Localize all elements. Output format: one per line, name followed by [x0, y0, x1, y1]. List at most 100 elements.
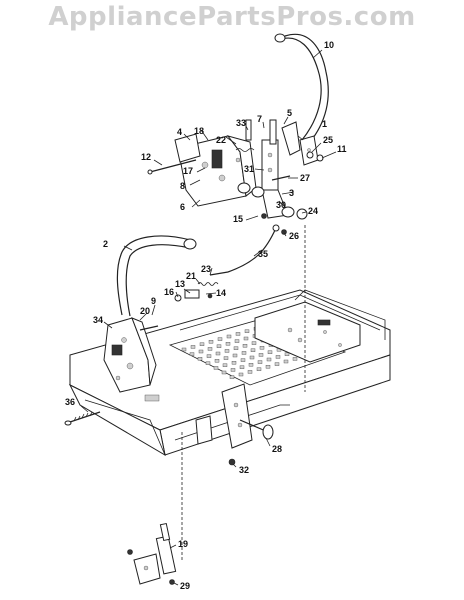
- perforation-hole: [232, 353, 238, 358]
- perforation-hole: [238, 372, 244, 377]
- linkage-rod: [209, 224, 280, 276]
- perforation-hole: [208, 340, 214, 344]
- perforation-hole: [234, 339, 240, 343]
- callout-25: 25: [323, 135, 333, 145]
- left-steering-handle: [116, 235, 197, 317]
- callout-18: 18: [194, 126, 204, 136]
- lower-control-lever: [103, 317, 159, 393]
- perforation-hole: [267, 350, 273, 354]
- perforation-hole: [224, 349, 230, 353]
- perforation-hole: [250, 348, 256, 352]
- lower-shaft: [195, 383, 274, 466]
- perforation-hole: [243, 336, 249, 341]
- perforation-hole: [230, 368, 236, 372]
- callout-30: 30: [276, 200, 286, 210]
- callout-11: 11: [337, 144, 347, 154]
- perforation-hole: [197, 357, 203, 361]
- callout-21: 21: [186, 271, 196, 281]
- callout-13: 13: [175, 279, 185, 289]
- perforation-hole: [206, 354, 212, 358]
- perforation-hole: [233, 346, 239, 350]
- perforation-hole: [249, 355, 255, 360]
- callout-29: 29: [180, 581, 190, 591]
- right-steering-handle: [274, 33, 329, 166]
- perforation-hole: [256, 367, 262, 371]
- perforation-hole: [235, 332, 241, 336]
- pivot-bracket: [237, 119, 324, 235]
- callout-22: 22: [216, 135, 226, 145]
- perforation-hole: [284, 352, 290, 356]
- damper-spring-assembly: [174, 282, 219, 302]
- perforation-hole: [242, 344, 248, 348]
- perforation-hole: [217, 337, 223, 341]
- perforation-hole: [251, 341, 257, 345]
- callout-12: 12: [141, 152, 151, 162]
- perforation-hole: [266, 357, 272, 362]
- callout-7: 7: [257, 114, 262, 124]
- callout-35: 35: [258, 249, 268, 259]
- callout-36: 36: [65, 397, 75, 407]
- perforation-hole: [223, 356, 229, 360]
- callout-31: 31: [244, 164, 254, 174]
- perforation-hole: [241, 351, 247, 355]
- perforation-hole: [247, 370, 253, 374]
- perforation-hole: [229, 375, 235, 379]
- leader-lines: [80, 49, 337, 586]
- callout-27: 27: [300, 173, 310, 183]
- callout-8: 8: [180, 181, 185, 191]
- bolt-36: [64, 411, 101, 426]
- callout-14: 14: [216, 288, 226, 298]
- callout-20: 20: [140, 306, 150, 316]
- callout-17: 17: [183, 166, 193, 176]
- perforation-hole: [274, 362, 280, 366]
- callout-6: 6: [180, 202, 185, 212]
- callout-1: 1: [322, 119, 327, 129]
- perforation-hole: [240, 358, 246, 362]
- perforation-hole: [198, 349, 204, 354]
- perforation-hole: [244, 329, 250, 333]
- perforation-hole: [257, 360, 263, 364]
- callout-2: 2: [103, 239, 108, 249]
- perforation-hole: [258, 353, 264, 357]
- callout-9: 9: [151, 296, 156, 306]
- perforation-hole: [248, 363, 254, 367]
- callout-4: 4: [177, 127, 182, 137]
- perforation-hole: [275, 355, 281, 359]
- damper-shock: [127, 522, 177, 585]
- callout-labels: 1 2 3 4 5 6 7 8 9 10 11 12 13 14 15 16 1…: [65, 40, 347, 591]
- callout-28: 28: [272, 444, 282, 454]
- callout-16: 16: [164, 287, 174, 297]
- callout-19: 19: [178, 539, 188, 549]
- callout-33: 33: [236, 118, 246, 128]
- callout-10: 10: [324, 40, 334, 50]
- perforation-hole: [221, 370, 227, 375]
- perforation-hole: [207, 347, 213, 351]
- perforation-hole: [239, 365, 245, 369]
- callout-26: 26: [289, 231, 299, 241]
- watermark-text: AppliancePartsPros.com: [48, 2, 416, 32]
- callout-5: 5: [287, 108, 292, 118]
- perforation-hole: [265, 365, 271, 369]
- perforation-hole: [190, 345, 196, 349]
- callout-15: 15: [233, 214, 243, 224]
- perforation-hole: [222, 363, 228, 367]
- perforation-hole: [214, 359, 220, 363]
- perforation-hole: [181, 347, 187, 352]
- perforation-hole: [292, 357, 298, 361]
- perforation-hole: [189, 352, 195, 356]
- perforation-hole: [226, 334, 232, 339]
- perforation-hole: [199, 342, 205, 346]
- callout-24: 24: [308, 206, 318, 216]
- perforation-hole: [215, 351, 221, 356]
- callout-32: 32: [239, 465, 249, 475]
- perforation-hole: [205, 361, 211, 365]
- perforation-hole: [283, 359, 289, 364]
- perforation-hole: [213, 366, 219, 370]
- perforation-hole: [231, 361, 237, 365]
- perforation-hole: [216, 344, 222, 348]
- callout-34: 34: [93, 315, 103, 325]
- perforation-hole: [259, 346, 265, 350]
- callout-23: 23: [201, 264, 211, 274]
- callout-3: 3: [289, 188, 294, 198]
